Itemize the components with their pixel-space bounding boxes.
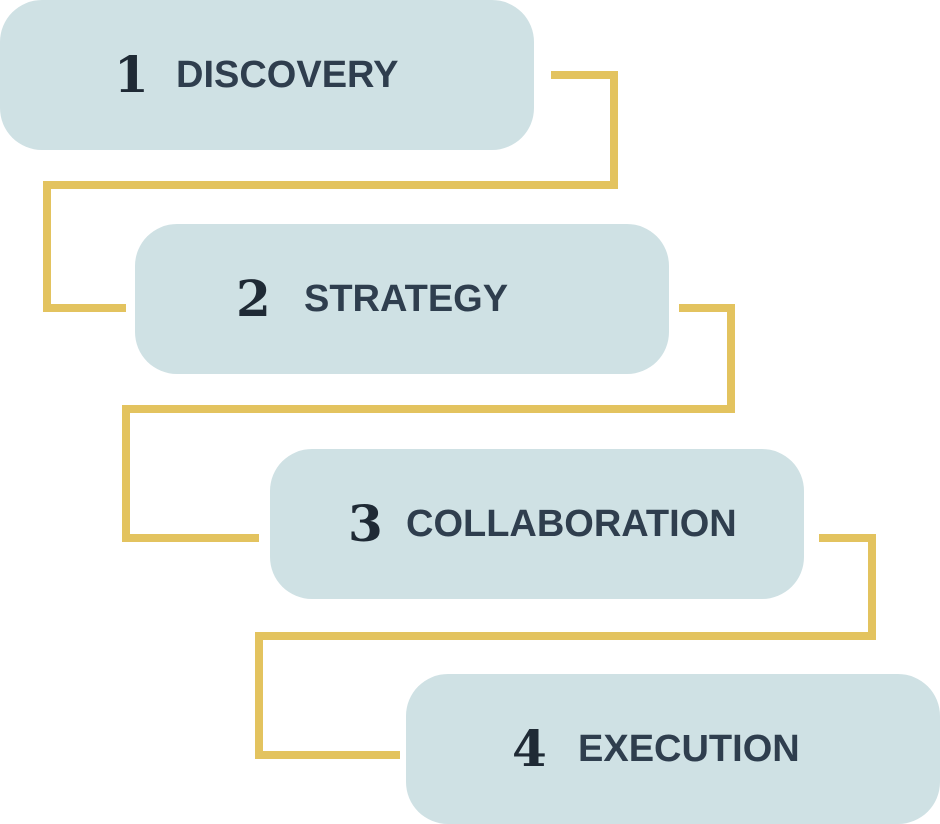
step-box-collaboration: 3 COLLABORATION	[270, 449, 804, 599]
connector-3-to-4	[255, 534, 876, 759]
step-number: 2	[236, 269, 271, 328]
step-label: STRATEGY	[304, 278, 509, 320]
connector-1-to-2	[43, 71, 618, 312]
step-label: COLLABORATION	[406, 503, 737, 545]
connector-2-to-3	[122, 304, 735, 542]
step-box-execution: 4 EXECUTION	[406, 674, 940, 824]
step-number: 1	[114, 45, 149, 104]
step-label: EXECUTION	[578, 728, 800, 770]
step-box-discovery: 1 DISCOVERY	[0, 0, 534, 150]
step-label: DISCOVERY	[176, 54, 399, 96]
step-number: 4	[512, 719, 547, 778]
step-number: 3	[348, 494, 383, 553]
step-box-strategy: 2 STRATEGY	[135, 224, 669, 374]
